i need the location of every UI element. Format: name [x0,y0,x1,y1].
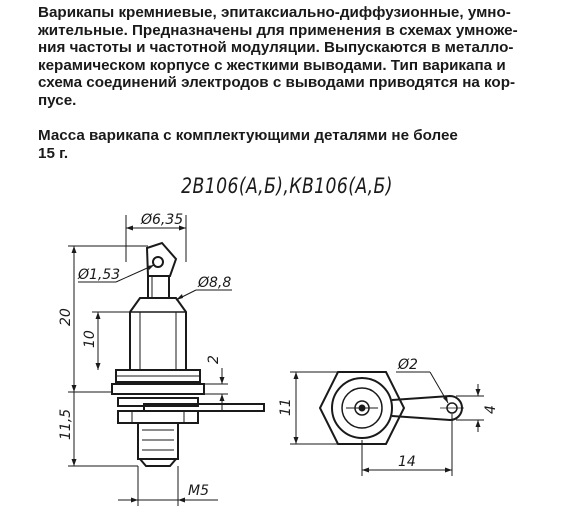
washer [117,397,199,407]
text-line: схема соединений электродов с выводами п… [38,74,516,91]
text-line: пусе. [38,91,77,109]
threaded-stud [137,422,179,460]
lower-nut [117,410,199,424]
top-view: Ø2 11 4 14 [278,357,499,476]
dim-width-top: Ø6,35 [140,212,183,228]
solder-lug-side [143,403,265,412]
text-line: ния частоты и частотной модуляции. Выпус… [38,39,514,56]
paragraph-description: Варикапы кремниевые, эпитаксиально-диффу… [12,4,548,109]
dim-lug-hole: Ø2 [397,357,418,373]
lug-hole-circle [152,256,164,268]
dim-hole: Ø1,53 [77,267,120,283]
side-view: Ø6,35 Ø1,53 Ø8,8 20 10 2 11,5 [58,212,265,506]
drawing-title: 2В106(А,Б),КВ106(А,Б) [181,174,393,198]
text-line: 15 г. [38,144,69,162]
dim-lug-width: 4 [483,405,499,414]
dim-body-diameter: Ø8,8 [197,275,231,291]
text-line: керамическом корпусе с жесткими выводами… [38,56,506,74]
hex-nut-side [111,383,205,395]
stem [147,275,170,299]
dim-thread: M5 [188,483,209,499]
ceramic-body [129,297,187,371]
dim-body-height: 10 [82,330,98,348]
paragraph-mass: Масса варикапа с комплектующими деталями… [12,127,548,162]
dim-lug-reach: 14 [398,454,416,470]
text-line: Варикапы кремниевые, эпитаксиально-диффу… [38,4,511,21]
text-line: жительные. Предназначены для применения … [38,21,518,39]
hex-nut-top [318,371,406,445]
body-circle [331,377,393,439]
terminal-lug [145,241,178,277]
dim-stud-length: 11,5 [58,409,74,440]
dim-hex-size: 11 [278,398,294,416]
text-line: Масса варикапа с комплектующими деталями… [38,127,458,144]
dim-flange-thickness: 2 [206,355,222,364]
dim-overall-height: 20 [58,308,74,326]
